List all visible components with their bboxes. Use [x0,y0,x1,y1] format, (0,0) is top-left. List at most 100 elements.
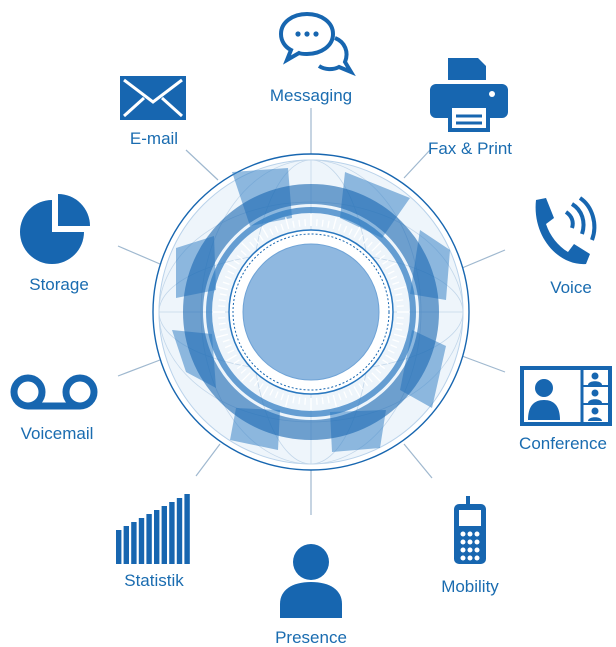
hub-tick [358,383,364,390]
hub-tick [304,219,307,227]
hub-tick [253,237,260,245]
hub-tick [385,262,397,270]
hub-tick [225,262,237,270]
bar-chart-icon [116,494,190,564]
bar-chart-icon-bar [161,506,167,564]
hub-tick [337,393,342,401]
hub-tick [222,338,230,343]
hub-tick [298,219,301,227]
bar-chart-icon-bar [146,514,152,564]
hub-tick [224,344,232,349]
hub-tick [280,393,285,401]
hub-tick [353,226,361,238]
hub-tick [298,397,301,405]
hub-tick [225,354,237,362]
hub-tick [292,220,295,228]
hub-tick [269,388,274,396]
hub-tick [240,250,247,256]
hub-tick [304,397,307,405]
hub-tick [219,293,227,296]
hub-tick [284,217,290,230]
hub-tick [216,285,229,291]
hub-tick [393,333,406,339]
hub-tick [390,344,398,349]
hub-tick [321,397,324,405]
label-fax-print: Fax & Print [427,139,513,158]
hub-tick [375,368,382,374]
label-presence: Presence [275,628,347,647]
hub-tick [367,376,373,383]
hub-tick [327,220,330,228]
bar-chart-icon-bar [138,518,145,564]
hub-tick [371,242,381,252]
hub-tick [393,285,406,291]
hub-tick [274,225,279,233]
bar-chart-icon-bar [154,510,160,564]
bar-chart-icon-bar [116,530,122,564]
hub-tick [371,372,381,382]
label-storage: Storage [29,275,89,294]
hub-tick [348,228,353,236]
hub-tick [315,219,318,227]
hub-tick [382,259,389,265]
hub-tick [343,225,348,233]
hub-tick [227,270,235,275]
hub-tick [249,241,255,248]
bar-chart-icon-bar [176,498,183,564]
hub-tick [274,391,279,399]
envelope-icon [120,76,186,120]
hub-tick [396,316,404,319]
hub-tick [396,299,404,302]
label-statistik: Statistik [124,571,184,590]
hub-tick [219,328,227,331]
hub-tick [392,281,400,286]
hub-tick [387,270,395,275]
hub-tick [332,217,338,230]
hub-tick [348,388,353,396]
hub-tick [258,383,264,390]
hub-tick [392,338,400,343]
hub-tick [387,349,395,354]
label-email: E-mail [129,129,179,148]
hub-tick [218,305,226,308]
connector-lines [117,108,506,515]
label-messaging: Messaging [269,86,353,105]
hub-tick [249,376,255,383]
hub-tick [218,299,226,302]
label-voicemail: Voicemail [20,424,94,443]
hub-tick [233,259,240,265]
hub-tick [367,241,373,248]
hub-tick [332,394,338,407]
hub-tick [385,354,397,362]
voicemail-icon [10,374,98,410]
bar-chart-icon-bar [184,494,190,564]
hub-tick [327,396,330,404]
phone-icon [535,196,597,265]
hub-tick [222,281,230,286]
chat-bubbles-icon [278,11,356,77]
hub-tick [321,219,324,227]
hub-tick [218,322,226,325]
hub-tick [353,386,361,398]
hub-tick [337,223,342,231]
hub-tick-ring [213,214,409,410]
printer-icon [430,58,508,132]
hub-tick [261,226,269,238]
hub-tick [227,349,235,354]
hub-tick [358,234,364,241]
hub-tick [396,322,404,325]
hub-tick [382,359,389,365]
hub-tick [280,223,285,231]
bar-chart-icon-bar [169,502,175,564]
hub-tick [343,391,348,399]
hub-tick [224,275,232,280]
hub-tick [362,379,369,387]
hub-tick [375,250,382,256]
hub-tick [396,305,404,308]
hub-tick [395,328,403,331]
hub-tick [378,363,386,370]
pie-chart-icon [20,194,90,264]
hub-tick [284,394,290,407]
hub-tick [395,293,403,296]
